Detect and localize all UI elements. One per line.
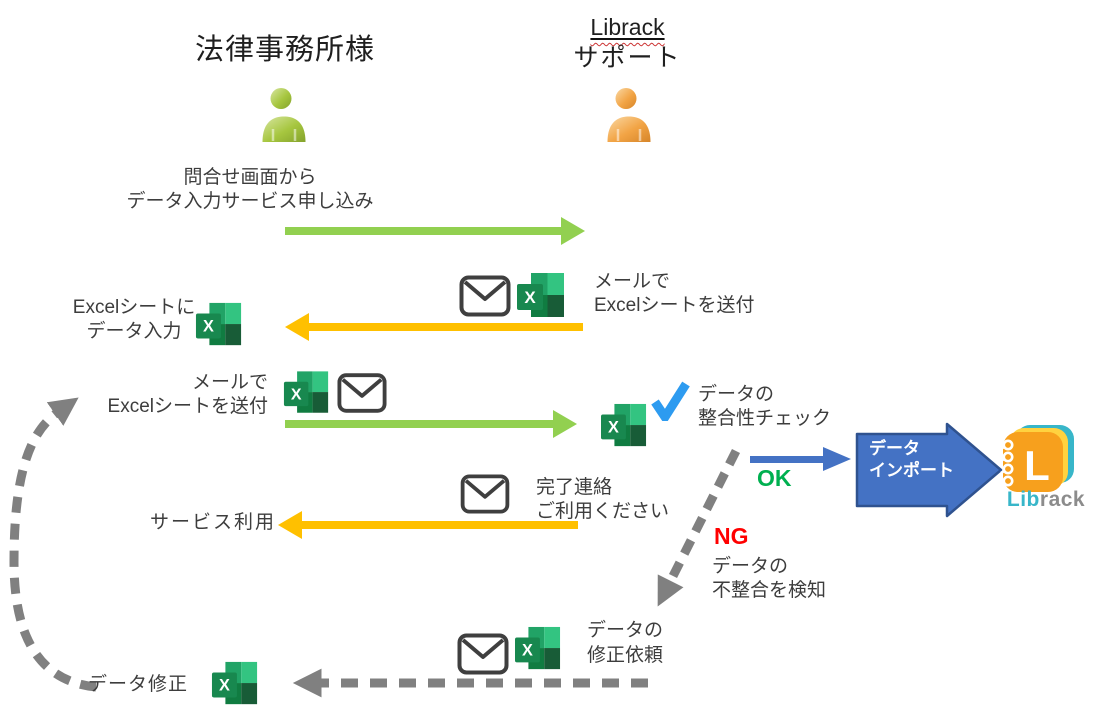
- loopback-curve-dashed-arrow: [9, 397, 97, 692]
- completion-label: 完了連絡ご利用ください: [536, 477, 670, 522]
- excel-icon: X: [515, 626, 561, 670]
- mail-icon: [457, 633, 509, 675]
- svg-text:X: X: [522, 642, 533, 660]
- return-sheet-arrow-right: [285, 410, 577, 438]
- mismatch-label: データの不整合を検知: [712, 556, 827, 601]
- mail-icon: [459, 275, 511, 317]
- svg-text:X: X: [291, 387, 302, 404]
- mail-icon: [337, 373, 387, 413]
- data-fix-label: データ修正: [88, 674, 189, 695]
- svg-text:L: L: [1024, 442, 1050, 489]
- excel-icon: X: [517, 273, 564, 317]
- support-role: サポート: [573, 44, 682, 72]
- customer-person-icon: [262, 88, 306, 142]
- spiral-binding-icon: [1000, 439, 1014, 487]
- service-use-label: サービス利用: [150, 512, 277, 533]
- data-import-block-arrow: [855, 422, 1003, 518]
- apply-label: 問合せ画面からデータ入力サービス申し込み: [126, 167, 374, 212]
- check-icon: [651, 381, 690, 421]
- apply-arrow-right: [285, 217, 585, 245]
- mail-icon: [460, 474, 510, 514]
- svg-text:X: X: [203, 318, 214, 336]
- svg-text:X: X: [608, 419, 619, 437]
- ng-label: NG: [714, 523, 749, 549]
- ok-label: OK: [757, 465, 792, 491]
- ok-arrow-shaft: [750, 456, 824, 463]
- data-import-label: データインポート: [869, 439, 954, 480]
- excel-icon: X: [601, 403, 647, 447]
- fix-request-label: データの修正依頼: [587, 620, 664, 666]
- customer-title: 法律事務所様: [194, 34, 375, 66]
- ok-arrow-head: [823, 447, 851, 471]
- integrity-check-label: データの整合性チェック: [698, 384, 832, 429]
- excel-icon: X: [283, 371, 329, 413]
- svg-text:X: X: [524, 288, 536, 307]
- support-name: Librack: [590, 14, 665, 40]
- support-title: Librack サポート: [545, 12, 710, 74]
- excel-icon: X: [211, 661, 258, 705]
- librack-logo: L: [1000, 425, 1074, 492]
- send-sheet-arrow-left: [285, 313, 583, 341]
- completion-arrow-left: [278, 511, 578, 539]
- excel-icon: X: [195, 302, 242, 346]
- support-person-icon: [607, 88, 651, 142]
- data-input-label: Excelシートにデータ入力: [72, 297, 196, 342]
- svg-text:X: X: [219, 677, 230, 695]
- librack-wordmark: Librack: [1006, 488, 1086, 511]
